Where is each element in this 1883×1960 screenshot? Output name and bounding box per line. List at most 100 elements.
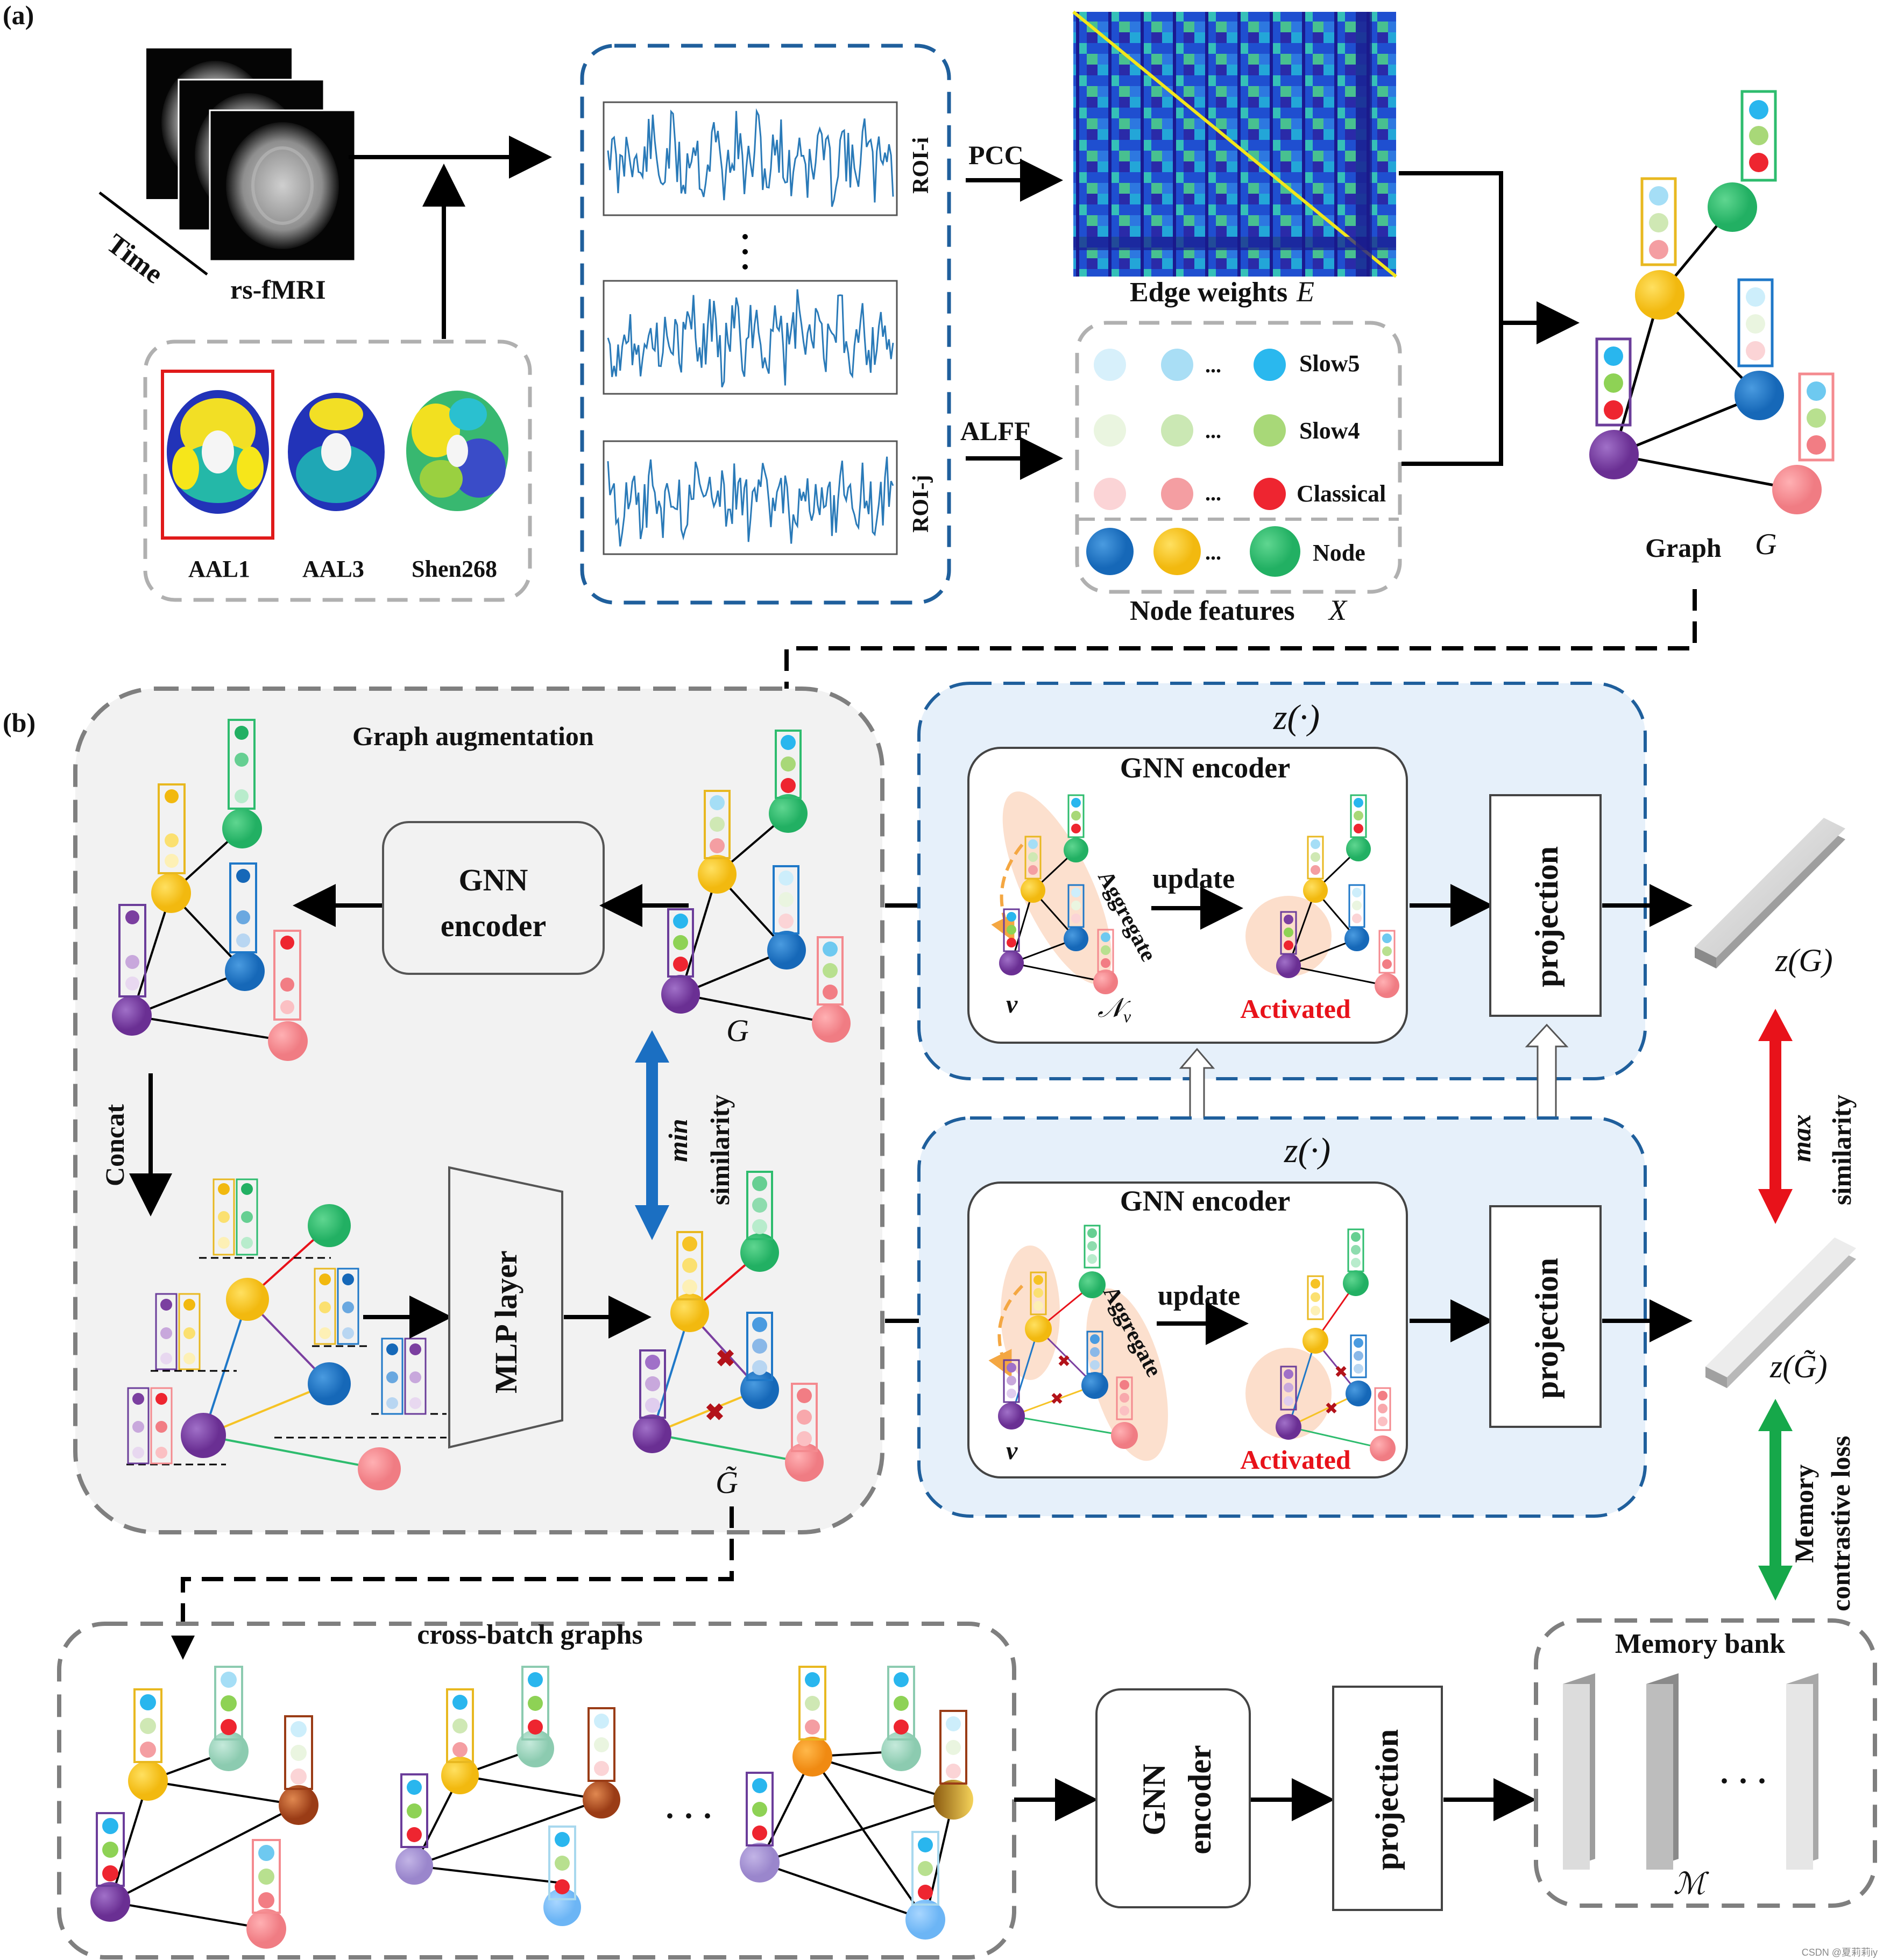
aug-gtilde-symbol: G̃ [716,1465,738,1500]
v-label-top: v [1006,990,1018,1018]
memory-bank-entries [1563,1673,1818,1870]
gnn-encoder-bottom-pipeline-box [1095,1688,1251,1908]
ellipsis-2: ... [1205,419,1221,443]
panel-a-label: (a) [3,0,34,30]
time-axis [98,192,208,275]
feature-row-slow5 [1094,349,1286,381]
svg-text:✖: ✖ [1057,1353,1071,1370]
timeseries-middle [607,289,894,388]
gnn-encoder-bottom-title: GNN encoder [1120,1185,1290,1217]
activated-label-bottom: Activated [1240,1445,1351,1475]
svg-text:✖: ✖ [716,1346,735,1372]
atlas-label-2: Shen268 [412,556,497,582]
atlas-box [143,339,532,602]
cross-batch-ellipsis: · · · [664,1798,713,1834]
memory-loss-line2: contrastive loss [1825,1436,1856,1611]
projection-bottom-label: projection [1529,1258,1565,1399]
projection-top-label: projection [1529,846,1565,987]
aug-g-symbol: G [726,1013,749,1048]
timeseries-top [607,108,894,207]
atlas-label-0: AAL1 [188,556,250,582]
roi-j-label: ROI-j [909,475,933,533]
cross-batch-title: cross-batch graphs [417,1619,642,1650]
vertical-ellipsis [742,234,748,270]
projection-bottom-box [1489,1205,1602,1428]
graph-g [1589,90,1835,514]
concat-graph [126,1178,447,1490]
min-similarity-arrow [635,1030,669,1240]
aug-gnn-encoder-line1: GNN [459,862,528,897]
svg-text:✖: ✖ [705,1399,725,1426]
svg-text:✖: ✖ [1325,1400,1338,1418]
aug-gnn-encoder-line2: encoder [441,908,547,943]
max-similarity-label: similarity [1827,1094,1857,1205]
ellipsis-4: ... [1205,540,1221,564]
mlp-layer-label: MLP layer [489,1250,523,1393]
embedding-bar-zg [1695,818,1845,968]
z-func-top: z(·) [1273,698,1320,737]
feature-row-classical [1094,478,1286,510]
cross-batch-graph-2 [395,1666,620,1926]
update-label-bottom: update [1158,1280,1240,1311]
memory-bank-box [1534,1618,1877,1908]
fmri-label: rs-fMRI [230,274,326,305]
panel-b-label: (b) [3,707,36,738]
roi-plot-middle [603,280,898,395]
graph-augmentation-title: Graph augmentation [352,721,594,751]
feature-label-classical: Classical [1297,480,1386,507]
atlas-highlight [161,370,274,540]
edge-weights-label: Edge weights [1130,277,1287,308]
feature-label-slow4: Slow4 [1299,418,1360,444]
ellipsis-1: ... [1205,353,1221,377]
graph-label: Graph [1645,533,1722,563]
edge-weights-heatmap [1072,10,1397,278]
min-word: min [663,1119,693,1162]
gnn-bottom-line2: encoder [1182,1745,1217,1854]
watermark: CSDN @夏莉莉iy [1802,1947,1878,1958]
embedding-bar-zgt [1705,1237,1856,1388]
merge-connector [1399,171,1503,466]
concat-label: Concat [100,1104,130,1186]
max-word: max [1786,1114,1816,1162]
cross-batch-box [57,1622,1016,1959]
node-features-box [1075,321,1402,594]
memory-contrastive-arrow [1758,1399,1793,1601]
aug-gnn-encoder-box [382,821,605,975]
v-label-bottom: v [1006,1437,1018,1465]
dashed-link-to-cross-batch [181,1506,734,1649]
memory-bank-title: Memory bank [1615,1629,1785,1659]
min-similarity-label: similarity [705,1094,735,1205]
activated-graph-top [1245,794,1399,998]
update-label-top: update [1152,864,1235,894]
feature-label-node: Node [1313,540,1365,566]
atlas-shen268 [406,391,508,511]
zgt-label: z(G̃) [1769,1349,1828,1384]
svg-text:✖: ✖ [1050,1390,1064,1408]
projection-bottom-pipeline-box [1332,1686,1443,1911]
feature-label-slow5: Slow5 [1299,350,1360,377]
memory-ellipsis: · · · [1719,1763,1767,1799]
node-features-label: Node features [1130,596,1295,626]
roi-timeseries-box [580,44,951,605]
augmented-graph-left [112,719,308,1061]
edge-symbol: E [1296,275,1314,308]
projection-bottom-pipeline-label: projection [1369,1729,1405,1870]
mlp-layer-block [448,1166,563,1449]
gnn-encoder-top-title: GNN encoder [1120,752,1290,784]
timeseries-bottom [607,456,894,547]
cross-batch-graph-1 [90,1666,318,1949]
graph-symbol: G [1755,528,1776,561]
alff-label: ALFF [960,416,1031,446]
message-passing-bottom: ✖ ✖ [988,1225,1168,1461]
aug-graph-g [661,730,851,1043]
gnn-bottom-line1: GNN [1136,1764,1172,1835]
ellipsis-3: ... [1205,481,1221,505]
feature-row-node [1086,526,1300,577]
memory-loss-line1: Memory [1789,1464,1819,1563]
message-passing-top [991,791,1118,994]
aug-graph-gtilde: ✖ ✖ [633,1171,824,1482]
atlas-aal1 [167,390,269,514]
zg-label: z(G) [1775,943,1833,978]
z-func-bottom: z(·) [1284,1131,1330,1170]
